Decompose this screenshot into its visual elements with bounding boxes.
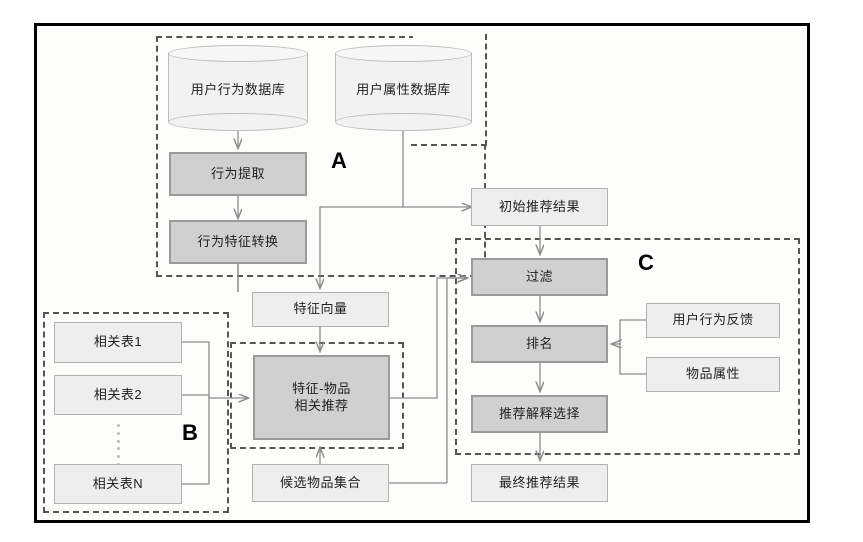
node-ranking-label: 排名 <box>525 335 553 351</box>
group-label-a: A <box>331 148 347 173</box>
node-behavior-feature-transform[interactable]: 行为特征转换 <box>169 220 307 264</box>
node-feature-vector[interactable]: 特征向量 <box>252 292 389 327</box>
db-user-attribute: 用户属性数据库 <box>335 45 472 131</box>
node-recommend-explanation-select[interactable]: 推荐解释选择 <box>471 395 608 433</box>
group-label-b: B <box>182 420 198 445</box>
node-behavior-extraction[interactable]: 行为提取 <box>169 152 307 196</box>
node-behavior-extraction-label: 行为提取 <box>210 165 265 181</box>
node-related-table-n-label: 相关表N <box>92 475 144 491</box>
ellipsis-vertical <box>117 424 120 466</box>
node-feature-vector-label: 特征向量 <box>293 301 348 317</box>
node-feature-item-recommend-label-2: 相关推荐 <box>294 397 349 413</box>
node-filter[interactable]: 过滤 <box>471 258 608 296</box>
node-item-attribute-label: 物品属性 <box>685 366 740 382</box>
node-initial-recommend-result-label: 初始推荐结果 <box>498 198 580 214</box>
db-user-behavior: 用户行为数据库 <box>168 45 308 131</box>
node-related-table-1[interactable]: 相关表1 <box>54 322 182 363</box>
node-related-table-1-label: 相关表1 <box>93 334 143 350</box>
node-related-table-2-label: 相关表2 <box>93 386 143 402</box>
node-item-attribute[interactable]: 物品属性 <box>646 357 780 392</box>
node-initial-recommend-result[interactable]: 初始推荐结果 <box>471 188 608 226</box>
node-final-recommend-result[interactable]: 最终推荐结果 <box>471 464 608 502</box>
node-user-behavior-feedback[interactable]: 用户行为反馈 <box>646 303 780 338</box>
group-label-c: C <box>638 250 654 275</box>
node-filter-label: 过滤 <box>525 268 553 284</box>
node-feature-item-recommend[interactable]: 特征-物品 相关推荐 <box>253 355 390 440</box>
node-feature-item-recommend-label-1: 特征-物品 <box>292 381 351 397</box>
db-user-attribute-label: 用户属性数据库 <box>356 81 451 97</box>
node-candidate-item-set-label: 候选物品集合 <box>279 474 361 490</box>
node-recommend-explanation-select-label: 推荐解释选择 <box>498 405 580 421</box>
node-candidate-item-set[interactable]: 候选物品集合 <box>252 464 389 502</box>
node-final-recommend-result-label: 最终推荐结果 <box>498 474 580 490</box>
db-user-behavior-label: 用户行为数据库 <box>190 81 286 97</box>
group-region-b <box>43 312 229 513</box>
node-ranking[interactable]: 排名 <box>471 325 608 363</box>
group-region-a-right <box>411 34 487 146</box>
node-related-table-n[interactable]: 相关表N <box>54 464 182 504</box>
node-related-table-2[interactable]: 相关表2 <box>54 375 182 415</box>
node-behavior-feature-transform-label: 行为特征转换 <box>197 233 279 249</box>
node-user-behavior-feedback-label: 用户行为反馈 <box>672 312 754 328</box>
